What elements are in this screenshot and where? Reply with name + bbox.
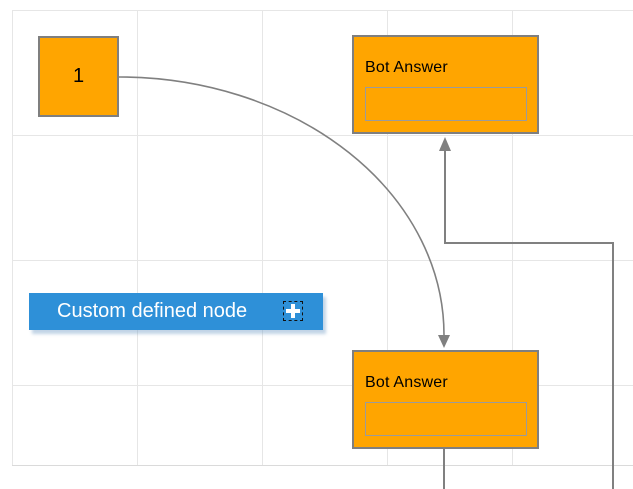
node-start[interactable]: 1	[38, 36, 119, 117]
node-custom-label: Custom defined node	[57, 300, 248, 322]
node-start-label: 1	[72, 65, 85, 87]
node-bot-answer-bottom[interactable]: Bot Answer	[352, 350, 539, 449]
node-bot-answer-top[interactable]: Bot Answer	[352, 35, 539, 134]
bot-answer-input[interactable]	[365, 402, 527, 436]
arrowhead-down-icon	[438, 335, 450, 348]
node-custom-defined[interactable]: Custom defined node	[29, 293, 323, 330]
node-title: Bot Answer	[365, 59, 448, 76]
connector-curve[interactable]	[118, 76, 445, 337]
plus-icon[interactable]	[283, 301, 303, 321]
bot-answer-input[interactable]	[365, 87, 527, 121]
arrowhead-up-icon	[439, 137, 451, 151]
connector-elbow[interactable]	[443, 151, 614, 489]
node-title: Bot Answer	[365, 374, 448, 391]
